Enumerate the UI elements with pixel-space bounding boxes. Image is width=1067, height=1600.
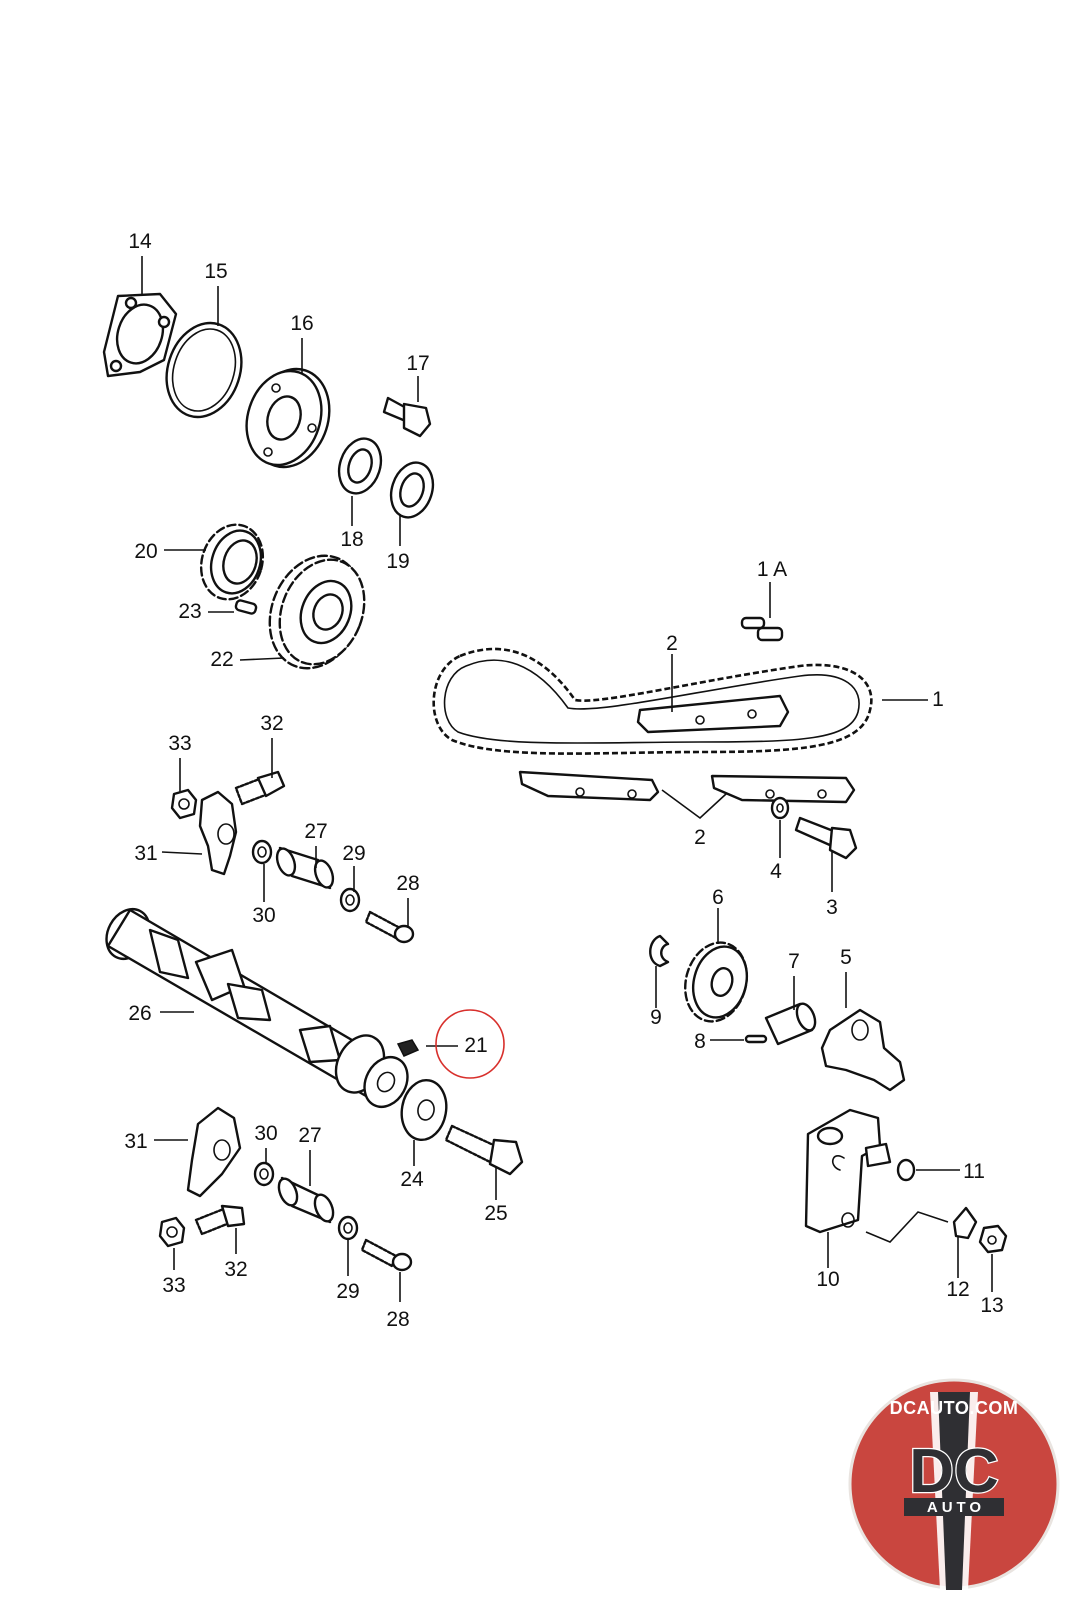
part-33-nut-lower [158, 1216, 186, 1248]
part-12-lock-plate [952, 1206, 978, 1240]
callout-28-lower: 28 [386, 1308, 409, 1331]
callout-24: 24 [400, 1168, 424, 1191]
part-33-nut-upper [170, 788, 198, 820]
part-15-o-ring [165, 321, 243, 419]
part-2-chain-guide-right [710, 774, 856, 804]
part-27-shaft-lower [277, 1176, 335, 1224]
callout-13: 13 [980, 1294, 1003, 1317]
callout-10: 10 [816, 1268, 839, 1291]
callout-1a: 1 A [757, 558, 787, 581]
callout-25: 25 [484, 1202, 507, 1225]
part-31-rocker-arm-lower [186, 1106, 242, 1198]
part-14-flange [102, 292, 178, 378]
part-7-bushing [764, 1002, 817, 1046]
callout-20: 20 [134, 540, 157, 563]
callout-31-lower: 31 [124, 1130, 147, 1153]
part-32-adjuster-upper [234, 770, 286, 806]
callout-33-lower: 33 [162, 1274, 185, 1297]
callout-27-lower: 27 [298, 1124, 321, 1147]
part-26-camshaft [105, 907, 409, 1109]
part-18-seal [337, 437, 383, 495]
part-30-seal-upper [251, 839, 273, 865]
part-19-seal [389, 461, 435, 519]
part-9-circlip [649, 934, 670, 968]
callout-30-lower: 30 [254, 1122, 277, 1145]
callout-7: 7 [788, 950, 800, 973]
part-10-tensioner [804, 1108, 892, 1234]
part-27-shaft-upper [275, 846, 335, 890]
logo-sub-text: AUTO [927, 1499, 985, 1516]
dcauto-logo: DCAUTO.COM DC AUTO [848, 1378, 1060, 1590]
part-5-tensioner-arm [820, 1008, 906, 1092]
callout-29-lower: 29 [336, 1280, 359, 1303]
callout-16: 16 [290, 312, 313, 335]
callout-30-upper: 30 [252, 904, 275, 927]
part-31-rocker-arm-upper [198, 790, 238, 876]
part-1-timing-chain [432, 647, 873, 755]
callout-3: 3 [826, 896, 838, 919]
callout-27-upper: 27 [304, 820, 327, 843]
part-8-pin [744, 1034, 768, 1044]
callout-11: 11 [963, 1160, 985, 1183]
callout-23: 23 [178, 600, 201, 623]
part-20-sprocket-ring [199, 523, 265, 601]
part-3-bolt [794, 816, 858, 860]
part-25-bolt [444, 1124, 524, 1176]
part-24-washer [400, 1079, 448, 1141]
callout-4: 4 [770, 860, 782, 883]
part-6-sprocket [684, 941, 748, 1023]
part-30-seal-lower [253, 1161, 275, 1187]
callout-2-lower: 2 [694, 826, 706, 849]
part-29-seal-lower [337, 1215, 359, 1241]
callout-26: 26 [128, 1002, 151, 1025]
part-32-adjuster-lower [194, 1204, 246, 1236]
callout-14: 14 [128, 230, 152, 253]
part-22-double-sprocket [268, 554, 366, 670]
callout-31-upper: 31 [134, 842, 157, 865]
highlight-circle-21 [435, 1009, 505, 1079]
part-23-pin [234, 599, 258, 615]
callout-8: 8 [694, 1030, 706, 1053]
callout-29-upper: 29 [342, 842, 365, 865]
part-10-wire [865, 1211, 949, 1243]
callout-1: 1 [932, 688, 944, 711]
callout-6: 6 [712, 886, 724, 909]
part-16-hub [245, 367, 331, 469]
callout-labels: 14 15 16 17 18 19 20 23 22 1 A 2 1 2 4 3… [124, 230, 1003, 1331]
part-21-key [396, 1039, 420, 1057]
part-28-bolt-lower [360, 1238, 413, 1272]
part-29-seal-upper [339, 887, 361, 913]
part-2-chain-guide-upper [636, 694, 790, 734]
callout-21: 21 [464, 1034, 487, 1057]
callout-18: 18 [340, 528, 363, 551]
logo-brand-text: DC [909, 1437, 999, 1506]
part-11-washer [896, 1158, 916, 1182]
part-2-chain-guide-left [518, 770, 660, 802]
callout-12: 12 [946, 1278, 969, 1301]
part-13-nut [978, 1224, 1008, 1254]
callout-9: 9 [650, 1006, 662, 1029]
callout-19: 19 [386, 550, 409, 573]
callout-22: 22 [210, 648, 233, 671]
callout-17: 17 [406, 352, 429, 375]
callout-5: 5 [840, 946, 852, 969]
callout-2-upper: 2 [666, 632, 678, 655]
callout-28-upper: 28 [396, 872, 419, 895]
callout-32-lower: 32 [224, 1258, 247, 1281]
callout-32-upper: 32 [260, 712, 283, 735]
part-4-washer [770, 796, 790, 820]
part-28-bolt-upper [364, 910, 415, 944]
leader-lines [141, 256, 993, 1302]
logo-url-text: DCAUTO.COM [890, 1398, 1019, 1418]
callout-33-upper: 33 [168, 732, 191, 755]
part-17-bolt [382, 396, 432, 438]
part-1a-chain-link [740, 616, 784, 642]
callout-15: 15 [204, 260, 227, 283]
